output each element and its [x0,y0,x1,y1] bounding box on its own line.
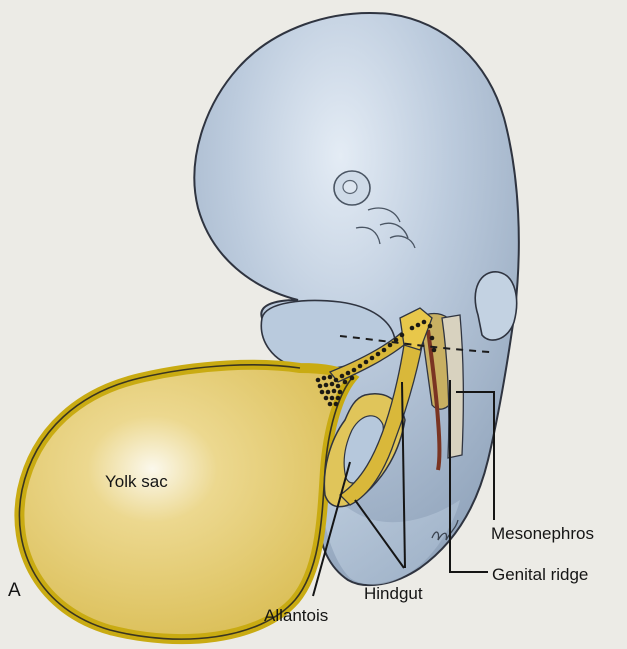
label-hindgut: Hindgut [364,584,423,603]
label-yolk-sac: Yolk sac [105,472,168,491]
yolk-sac [19,365,352,639]
label-genital-ridge: Genital ridge [492,565,588,584]
limb-bud [475,272,516,340]
eye-lens [343,181,357,194]
label-mesonephros: Mesonephros [491,524,594,543]
panel-letter: A [8,580,21,601]
label-allantois: Allantois [264,606,328,625]
